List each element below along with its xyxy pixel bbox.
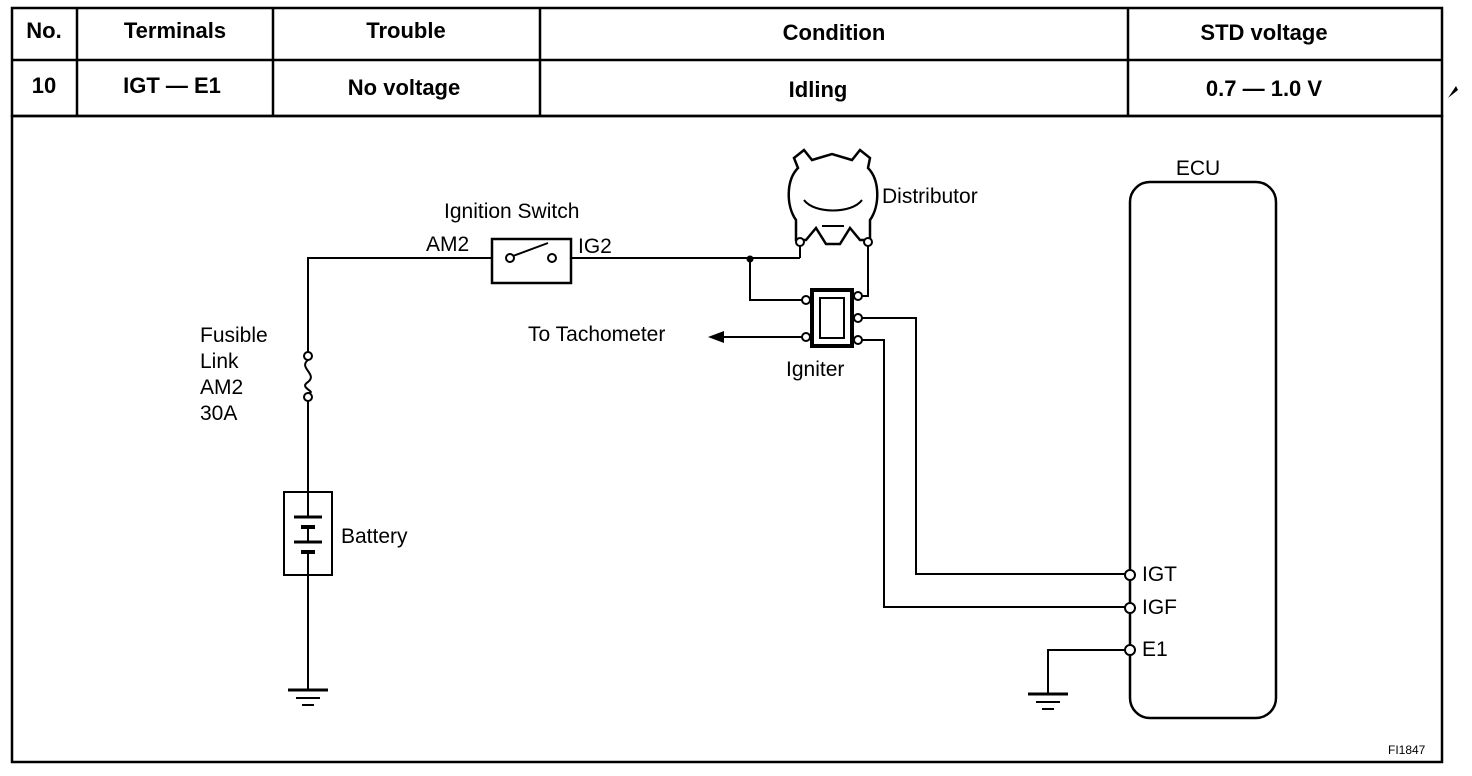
diagram-border [10,114,1444,764]
cell-std-voltage: 0.7 — 1.0 V [1206,76,1323,101]
wire-igt [860,317,1126,575]
tachometer-label: To Tachometer [528,323,665,346]
ground-icon [1028,692,1068,710]
fusible-link-label-line2: Link [200,350,239,373]
igt-label: IGT [1142,563,1177,586]
distributor-label: Distributor [882,185,978,208]
wire-igf [860,339,1126,608]
cell-trouble: No voltage [348,75,460,100]
e1-label: E1 [1142,638,1168,661]
wire-e1-ground [1047,649,1126,694]
header-trouble: Trouble [366,18,445,43]
fusible-link-label-line3: AM2 [200,376,243,399]
ecu-label: ECU [1176,157,1220,180]
diagram-labels: ECU Distributor Ignition Switch AM2 IG2 … [200,157,1426,757]
ig2-terminal-label: IG2 [578,235,612,258]
cell-terminals: IGT — E1 [123,73,221,98]
igf-label: IGF [1142,596,1177,619]
wire-igniter-supply [749,258,804,301]
tachometer-arrow-icon [708,331,724,343]
margin-mark-icon [1448,86,1458,98]
figure-code: FI1847 [1388,743,1426,757]
header-std-voltage: STD voltage [1200,20,1327,45]
am2-terminal-label: AM2 [426,233,469,256]
fusible-link-symbol [303,351,313,402]
battery-label: Battery [341,525,408,548]
ecu-box [1124,180,1278,720]
header-condition: Condition [783,20,886,45]
battery-symbol [283,491,333,576]
e1-terminal-icon [1124,644,1136,656]
header-terminals: Terminals [124,18,226,43]
wiring [307,244,1126,694]
igf-terminal-icon [1124,602,1136,614]
spec-table: No. Terminals Trouble Condition STD volt… [10,6,1444,118]
fusible-link-label-line4: 30A [200,402,237,425]
distributor-symbol [787,148,879,247]
wire-dist-igniter [860,244,869,297]
wire-fuse-switch [307,257,492,352]
cell-no: 10 [32,73,56,98]
ignition-switch-symbol [490,237,573,285]
igniter-symbol [801,288,863,348]
header-no: No. [26,18,61,43]
ground-icon [288,688,328,706]
ignition-switch-label: Ignition Switch [444,200,579,223]
fusible-link-label-line1: Fusible [200,324,268,347]
igt-terminal-icon [1124,569,1136,581]
cell-condition: Idling [789,77,848,102]
igniter-label: Igniter [786,358,844,381]
